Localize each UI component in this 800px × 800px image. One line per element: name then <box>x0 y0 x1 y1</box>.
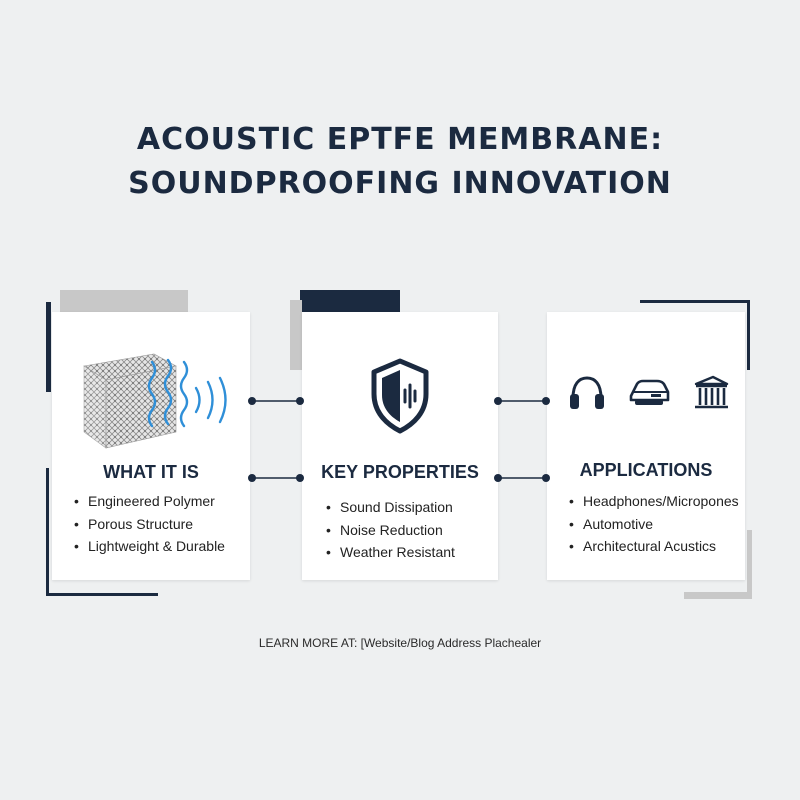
list-item: Architectural Acustics <box>569 535 739 558</box>
card-list-applications: Headphones/Micropones Automotive Archite… <box>569 490 739 558</box>
list-item: Weather Resistant <box>326 541 455 564</box>
card-title-key-properties: KEY PROPERTIES <box>321 462 479 482</box>
card-applications: APPLICATIONS Headphones/Micropones Autom… <box>547 312 745 580</box>
card-list-what-it-is: Engineered Polymer Porous Structure Ligh… <box>74 490 225 558</box>
card1-accent-navy-bottom-v <box>46 468 49 596</box>
footer-learn-more: LEARN MORE AT: [Website/Blog Address Pla… <box>258 636 542 650</box>
list-item: Porous Structure <box>74 513 225 536</box>
list-item: Lightweight & Durable <box>74 535 225 558</box>
list-item: Sound Dissipation <box>326 496 455 519</box>
card1-accent-navy-left <box>46 302 51 392</box>
porous-membrane-cube-with-sound-waves-icon <box>83 353 227 449</box>
card-key-properties: KEY PROPERTIES Sound Dissipation Noise R… <box>302 312 498 580</box>
list-item: Engineered Polymer <box>74 490 225 513</box>
card3-accent-gray-bottom <box>684 592 752 599</box>
card-title-applications: APPLICATIONS <box>579 460 713 480</box>
card2-accent-navy-top <box>300 290 400 312</box>
page-title: ACOUSTIC EPTFE MEMBRANE: SOUNDPROOFING I… <box>0 118 800 206</box>
connector-card1-card2-bottom <box>248 474 304 482</box>
list-item: Automotive <box>569 513 739 536</box>
card1-accent-gray-top <box>60 290 188 312</box>
title-line-1: ACOUSTIC EPTFE MEMBRANE: <box>136 122 664 157</box>
card-list-key-properties: Sound Dissipation Noise Reduction Weathe… <box>326 496 455 564</box>
building-icon <box>694 375 729 409</box>
card-title-what-it-is: WHAT IT IS <box>103 462 199 482</box>
shield-with-sound-wave-icon <box>371 358 429 434</box>
connector-card1-card2-top <box>248 397 304 405</box>
title-line-2: SOUNDPROOFING INNOVATION <box>128 166 672 201</box>
card3-accent-navy-right <box>747 300 750 370</box>
card3-accent-gray-right <box>747 530 752 599</box>
card2-accent-gray-left <box>290 300 302 370</box>
card-what-it-is: WHAT IT IS Engineered Polymer Porous Str… <box>52 312 250 580</box>
connector-card2-card3-top <box>494 397 550 405</box>
list-item: Headphones/Micropones <box>569 490 739 513</box>
connector-card2-card3-bottom <box>494 474 550 482</box>
card1-accent-navy-bottom-h <box>46 593 158 596</box>
car-icon <box>629 379 670 405</box>
headphones-icon <box>570 376 604 409</box>
card3-accent-navy-top <box>640 300 750 303</box>
list-item: Noise Reduction <box>326 519 455 542</box>
